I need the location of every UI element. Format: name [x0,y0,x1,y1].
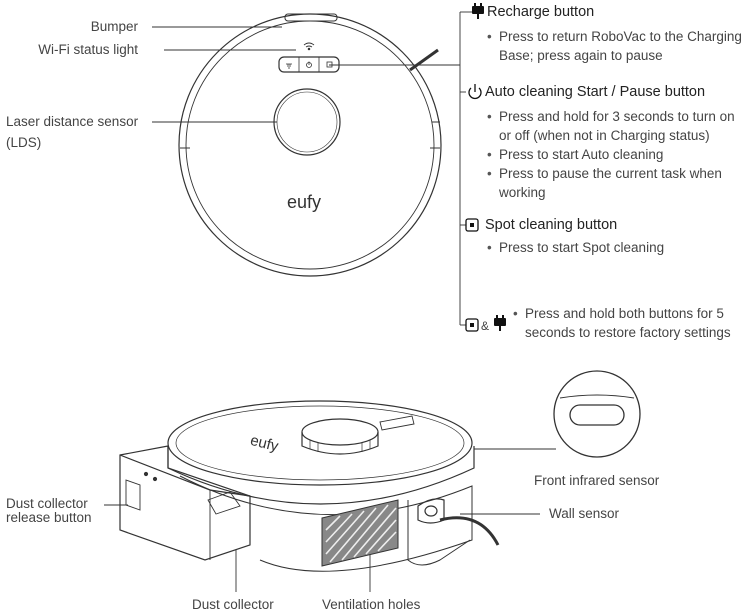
wifi-light-icon [303,42,315,51]
combo-list: Press and hold both buttons for 5 second… [511,304,741,342]
label-wall-sensor: Wall sensor [549,506,620,521]
spot-icon [465,218,479,232]
combo-ampersand: & [481,319,490,333]
side-view-robot [119,400,500,572]
label-dust-release-line1: Dust collector [6,496,88,511]
auto-title: Auto cleaning Start / Pause button [485,84,706,100]
label-dust-release-line2: release button [6,510,92,525]
label-dust-collector: Dust collector [192,597,274,612]
power-icon [468,84,482,100]
label-ventilation-holes: Ventilation holes [322,597,421,612]
spot-list: Press to start Spot cleaning [485,238,745,257]
side-leader-lines [104,448,556,592]
recharge-plug-icon [472,3,484,19]
list-item: Press and hold both buttons for 5 second… [511,304,741,342]
combo-plug-icon [494,315,506,331]
auto-list: Press and hold for 3 seconds to turn on … [485,107,745,202]
ventilation-holes-grille [321,499,399,567]
list-item: Press to pause the current task when wor… [485,164,745,202]
list-item: Press and hold for 3 seconds to turn on … [485,107,745,145]
top-logo: eufy [287,192,322,212]
spot-title: Spot cleaning button [485,217,618,233]
label-bumper: Bumper [90,19,138,34]
panel-icons [286,61,333,69]
top-view-robot [178,13,442,277]
front-infrared-inset [553,370,641,458]
combo-spot-icon [465,318,479,332]
label-lds-line1: Laser distance sensor [6,114,139,129]
top-leader-lines [152,11,472,326]
label-lds-line2: (LDS) [6,135,42,150]
label-front-infrared: Front infrared sensor [534,473,660,488]
recharge-list: Press to return RoboVac to the Charging … [485,27,745,65]
list-item: Press to return RoboVac to the Charging … [485,27,745,65]
label-wifi-light: Wi-Fi status light [38,42,138,57]
list-item: Press to start Auto cleaning [485,145,745,164]
recharge-title: Recharge button [487,4,595,20]
list-item: Press to start Spot cleaning [485,238,745,257]
